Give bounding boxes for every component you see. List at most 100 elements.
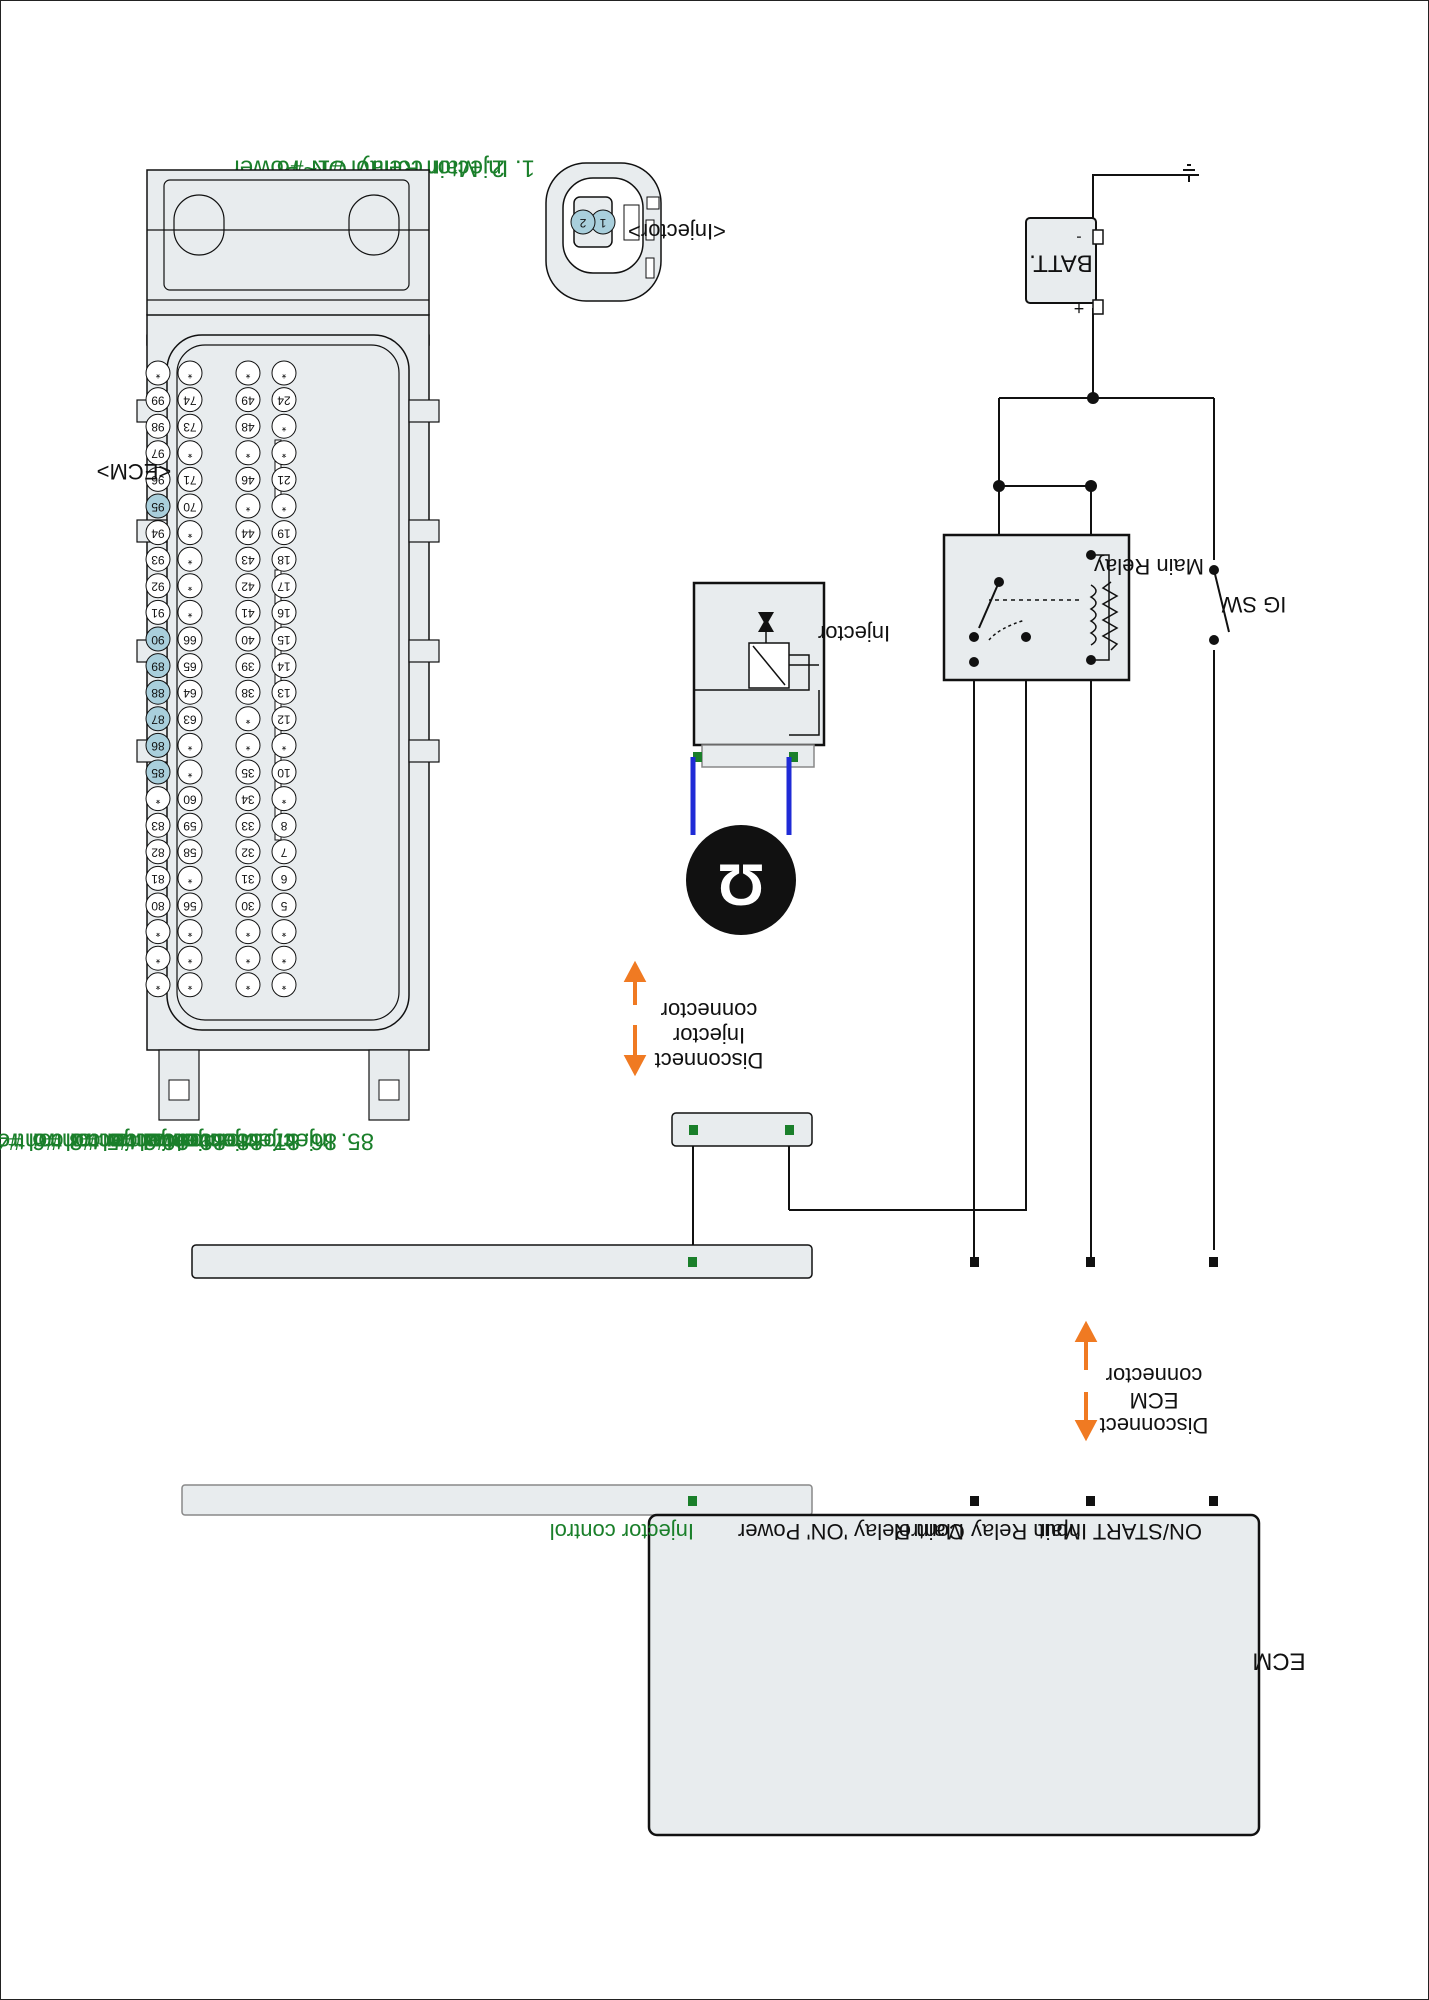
ecm-pin-label: 6 <box>280 872 287 886</box>
ecm-pin-circle <box>177 440 203 466</box>
ecm-pin-circle <box>235 573 261 599</box>
ecm-pin-circle <box>145 812 171 838</box>
ecm-pin-label: 95 <box>151 500 165 514</box>
ecm-pin-circle <box>235 839 261 865</box>
ecm-pin-label: 85 <box>151 766 165 780</box>
ecm-pin-label: * <box>245 739 250 753</box>
ecm-pin-circle <box>235 520 261 546</box>
ecm-pin-circle <box>145 706 171 732</box>
ecm-pin-label: 24 <box>277 393 291 407</box>
ecm-pin-label: * <box>187 979 192 993</box>
ecm-pin-label: * <box>187 739 192 753</box>
ecm-pin-circle <box>271 653 297 679</box>
ecm-pin-label: 58 <box>183 846 197 860</box>
ecm-pin-label: 13 <box>277 686 291 700</box>
ecm-pin-label: 10 <box>277 766 291 780</box>
ecm-pin-label: 73 <box>183 420 197 434</box>
ecm-pin-circle <box>145 759 171 785</box>
ecm-pin-circle <box>145 360 171 386</box>
ecm-pin-circle <box>235 679 261 705</box>
ecm-pin-circle <box>177 919 203 945</box>
ecm-pin-circle <box>145 945 171 971</box>
ecm-pin-circle <box>177 599 203 625</box>
ecm-pin-circle <box>271 387 297 413</box>
ecm-pin-label: 92 <box>151 580 165 594</box>
ecm-pin-circle <box>177 546 203 572</box>
ecm-pin-circle <box>145 626 171 652</box>
ig-switch-label: IG SW <box>1221 592 1286 617</box>
ecm-pin-circle <box>177 972 203 998</box>
disconnect-injector-arrows <box>623 960 647 1077</box>
ecm-pin-circle <box>271 599 297 625</box>
injector-pin-2: 2 <box>579 216 586 230</box>
ecm-pin-circle <box>235 653 261 679</box>
ecm-pin-label: 56 <box>183 899 197 913</box>
ecm-pin-circle <box>177 626 203 652</box>
ecm-pin-label: 43 <box>241 553 255 567</box>
ecm-pin-label: 90 <box>151 633 165 647</box>
ecm-pin-label: 30 <box>241 899 255 913</box>
ecm-pin-label: 93 <box>151 553 165 567</box>
ecm-pin-circle <box>145 972 171 998</box>
ecm-pin-circle <box>235 546 261 572</box>
ecm-pin-circle <box>177 732 203 758</box>
battery-label: BATT. <box>1029 250 1093 277</box>
ecm-connector-title: <ECM> <box>97 459 172 484</box>
ecm-pin-circle <box>271 440 297 466</box>
ecm-pin-circle <box>235 945 261 971</box>
ecm-pin-label: 60 <box>183 792 197 806</box>
ecm-pin-circle <box>177 839 203 865</box>
ecm-pin-label: * <box>187 606 192 620</box>
injector-connector-view <box>545 162 662 302</box>
ecm-pin-circle <box>177 865 203 891</box>
ecm-signal-on-start: ON/START Input <box>1038 1519 1202 1544</box>
ecm-pin-circle <box>145 520 171 546</box>
ecm-pin-circle <box>235 466 261 492</box>
ecm-pin-circle <box>235 759 261 785</box>
ecm-pin-circle <box>145 413 171 439</box>
ecm-pin-circle <box>271 786 297 812</box>
ecm-pin-label: 32 <box>241 846 255 860</box>
ecm-pin-label: * <box>281 420 286 434</box>
ecm-pin-label: 19 <box>277 526 291 540</box>
ecm-pin-circle <box>271 520 297 546</box>
ecm-pin-label: 70 <box>183 500 197 514</box>
ecm-pin-circle <box>177 945 203 971</box>
ecm-pin-circle <box>271 812 297 838</box>
ig-switch <box>1204 560 1230 650</box>
ecm-pin-circle <box>271 972 297 998</box>
ecm-pin-circle <box>177 706 203 732</box>
ecm-pin-label: * <box>281 367 286 381</box>
ecm-pin-label: 31 <box>241 872 255 886</box>
injector-connector-title: <Injector> <box>628 219 726 244</box>
ecm-pin-label: 81 <box>151 872 165 886</box>
disconnect-injector-line-1: Disconnect <box>655 1048 764 1073</box>
ecm-pin-label: 71 <box>183 473 197 487</box>
ecm-pin-circle <box>145 839 171 865</box>
ecm-pin-label: 44 <box>241 526 255 540</box>
ohmmeter <box>686 757 796 935</box>
ground-icon <box>1179 164 1199 176</box>
ecm-pin-label: * <box>281 925 286 939</box>
ecm-pin-circle <box>145 599 171 625</box>
ecm-pin-label: * <box>187 952 192 966</box>
ecm-pin-circle <box>177 759 203 785</box>
battery <box>1025 217 1104 315</box>
ecm-pin-circle <box>235 360 261 386</box>
ecm-pin-label: * <box>155 792 160 806</box>
ecm-box-label: ECM <box>1252 1648 1305 1675</box>
ecm-pin-label: * <box>281 739 286 753</box>
ecm-pin-circle <box>271 839 297 865</box>
ecm-pin-circle <box>145 919 171 945</box>
ecm-box <box>647 1513 1261 1837</box>
ecm-pin-circle <box>271 865 297 891</box>
ecm-pin-circle <box>235 706 261 732</box>
ecm-pin-label: 12 <box>277 713 291 727</box>
ecm-pin-circle <box>177 653 203 679</box>
ecm-pin-circle <box>235 972 261 998</box>
injector-pin-1: 1 <box>599 216 606 230</box>
ecm-pin-label: * <box>155 925 160 939</box>
ecm-pin-label: 40 <box>241 633 255 647</box>
